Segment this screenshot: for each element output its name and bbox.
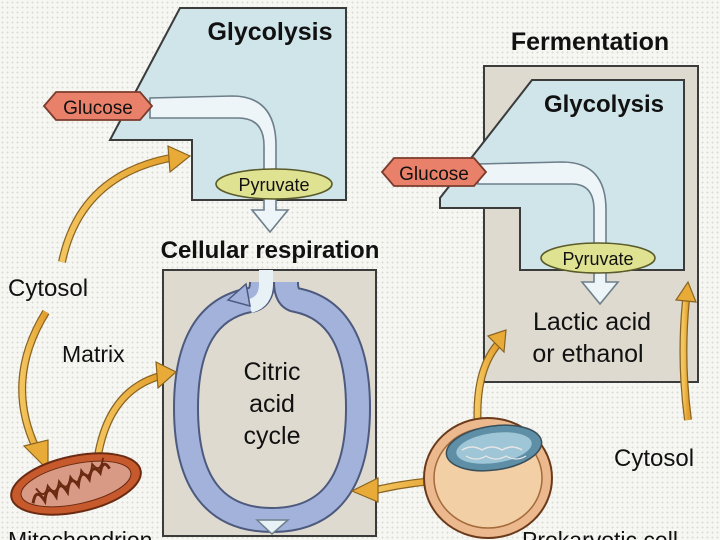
citric-acid-cycle-ring <box>172 270 372 536</box>
connector-cytosol-to-glycolysis <box>58 145 192 263</box>
glycolysis-flow-arrow-right <box>477 161 620 306</box>
pyruvate-label-right: Pyruvate <box>562 249 633 269</box>
glucose-label-right: Glucose <box>399 164 469 185</box>
prokaryotic-cell-illustration <box>423 417 553 539</box>
glycolysis-title-left: Glycolysis <box>207 18 332 46</box>
matrix-label: Matrix <box>62 341 125 367</box>
connector-cytosol-to-mitochondrion <box>18 309 50 472</box>
cycle-label-line3: cycle <box>244 422 301 450</box>
pyruvate-tag-right <box>540 242 656 274</box>
pyruvate-label-left: Pyruvate <box>238 175 309 195</box>
fermentation-product-line2: or ethanol <box>532 340 643 368</box>
cycle-label-line1: Citric <box>244 358 301 386</box>
respiration-title: Cellular respiration <box>161 237 380 264</box>
cycle-label-line2: acid <box>249 390 295 418</box>
fermentation-title: Fermentation <box>511 28 669 56</box>
glycolysis-flow-arrow-left <box>149 95 290 234</box>
mitochondrion-illustration <box>10 452 142 516</box>
glucose-tag-left <box>42 91 154 121</box>
glucose-tag-right <box>380 157 488 187</box>
cytosol-label-left: Cytosol <box>8 275 88 302</box>
cytosol-label-right: Cytosol <box>614 445 694 472</box>
prokaryotic-cell-label: Prokaryotic cell <box>522 527 678 540</box>
pyruvate-tag-left <box>215 168 333 200</box>
connector-cytosol-right-up <box>674 280 697 421</box>
glucose-label-left: Glucose <box>63 98 133 119</box>
fermentation-product-line1: Lactic acid <box>533 308 651 336</box>
glycolysis-title-right: Glycolysis <box>544 91 664 118</box>
mitochondrion-label: Mitochondrion <box>8 527 152 540</box>
